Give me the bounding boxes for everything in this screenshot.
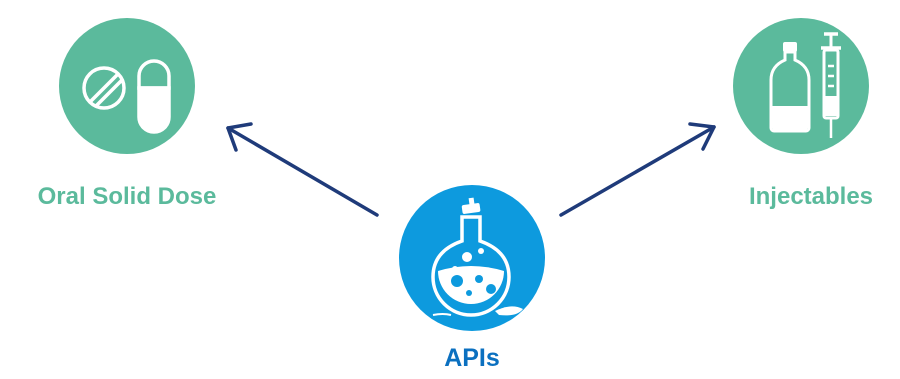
arrow-apis-to-injectables: [559, 122, 716, 217]
vial-syringe-icon: [769, 32, 841, 138]
oral-solid-dose-label: Oral Solid Dose: [37, 183, 217, 210]
injectables-circle: [733, 18, 869, 154]
oral-solid-dose-circle: [59, 18, 195, 154]
injectables-label: Injectables: [748, 183, 874, 210]
apis-label: APIs: [444, 344, 500, 372]
flask-icon: [431, 197, 523, 317]
arrow-apis-to-oral: [226, 122, 379, 217]
apis-circle: [399, 185, 545, 331]
pill-capsule-icon: [82, 59, 171, 134]
